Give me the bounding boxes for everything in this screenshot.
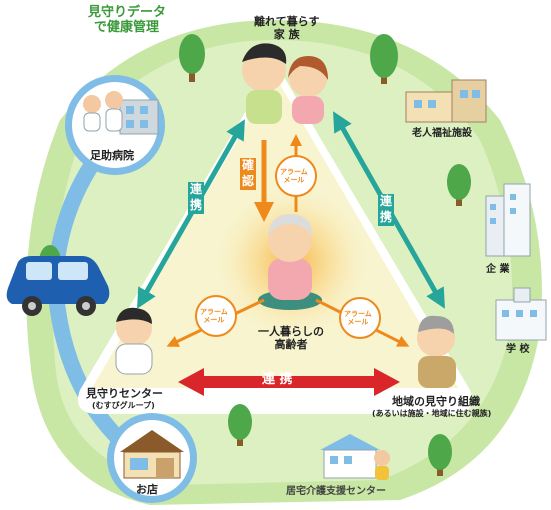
alarm-mail-left-line1: アラーム: [200, 308, 228, 316]
confirm-label: 確 認: [240, 158, 257, 190]
center-label-title: 見守りセンター: [86, 387, 163, 400]
center-label: 見守りセンター (むすびグループ): [86, 387, 163, 410]
headline: 見守りデータ で健康管理: [88, 5, 167, 36]
elder-illustration: [258, 214, 322, 310]
care-center-label: 居宅介護支援センター: [286, 486, 386, 497]
car-icon: [6, 256, 110, 316]
nursing-home-label: 老人福祉施設: [412, 128, 472, 139]
community-elder-illustration: [417, 315, 456, 388]
hospital-label: 足助病院: [90, 149, 134, 162]
family-label: 離れて暮らす 家 族: [254, 15, 320, 41]
family-label-line2: 家 族: [273, 27, 300, 41]
center-staff-illustration: [115, 307, 153, 375]
shop-icon: [107, 413, 197, 503]
alarm-mail-right-line1: アラーム: [344, 310, 372, 318]
confirm-char1: 確: [240, 158, 257, 174]
elder-label-line1: 一人暮らしの: [258, 325, 324, 338]
cooperation-left-char1: 連: [188, 182, 205, 198]
care-center-building-icon: [320, 434, 390, 480]
cooperation-right-label: 連 携: [378, 194, 395, 226]
cooperation-arrow-left: [137, 119, 245, 309]
cooperation-arrow-bottom: [178, 368, 400, 396]
family-illustration: [242, 43, 328, 124]
cooperation-bottom-label: 連 携: [262, 372, 293, 387]
alarm-mail-top-line2: メール: [283, 176, 305, 185]
alarm-mail-badges: [195, 155, 381, 339]
alarm-mail-left-line2: メール: [203, 316, 225, 325]
community-label-sub: (あるいは施設・地域に住む親族): [372, 408, 492, 418]
shop-label: お店: [136, 483, 158, 496]
confirm-char2: 認: [240, 173, 257, 190]
headline-line2: で健康管理: [94, 19, 160, 35]
community-label-title: 地域の見守り組織: [392, 395, 480, 408]
school-building-icon: [495, 287, 547, 341]
family-label-line1: 離れて暮らす: [254, 15, 320, 28]
cooperation-left-label: 連 携: [188, 182, 205, 214]
cooperation-right-char1: 連: [378, 194, 395, 210]
school-label: 学 校: [506, 344, 530, 355]
company-building-icon: [485, 183, 531, 257]
cooperation-right-char2: 携: [378, 209, 395, 226]
nursing-home-icon: [405, 79, 487, 123]
alarm-mail-label-top: アラーム メール: [280, 168, 308, 184]
elder-label: 一人暮らしの 高齢者: [258, 325, 324, 351]
tree-icons: [39, 34, 471, 476]
company-label: 企 業: [486, 264, 510, 275]
alarm-mail-label-right: アラーム メール: [344, 310, 372, 326]
alarm-mail-top-line1: アラーム: [280, 168, 308, 176]
alarm-mail-right-line2: メール: [347, 318, 369, 327]
cooperation-left-char2: 携: [188, 197, 205, 214]
alarm-mail-label-left: アラーム メール: [200, 308, 228, 324]
headline-line1: 見守りデータ: [88, 5, 167, 20]
community-label: 地域の見守り組織 (あるいは施設・地域に住む親族): [372, 395, 492, 418]
elder-label-line2: 高齢者: [274, 337, 308, 351]
center-label-sub: (むすびグループ): [92, 400, 155, 410]
